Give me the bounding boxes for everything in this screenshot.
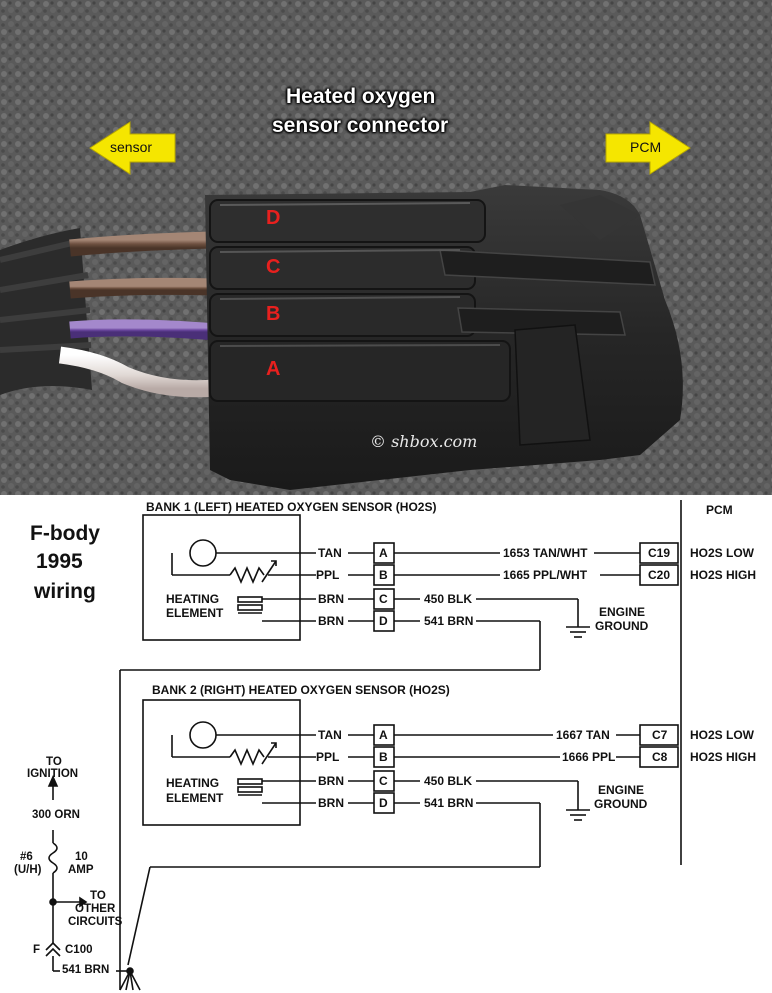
watermark: © shbox.com bbox=[370, 432, 478, 451]
bank1-pcm-c19: C19 bbox=[648, 546, 671, 560]
bank1-ho2s-high: HO2S HIGH bbox=[690, 568, 757, 582]
bank2-element-label: ELEMENT bbox=[166, 791, 224, 805]
connector-photo-graphic bbox=[0, 0, 772, 495]
bank2-engine-label: ENGINE bbox=[598, 783, 645, 797]
pin-d-label: D bbox=[266, 207, 281, 229]
bank1-engine-label: ENGINE bbox=[599, 605, 646, 619]
photo-title-line1: Heated oxygen bbox=[286, 85, 436, 108]
wiring-diagram-lines bbox=[45, 500, 682, 991]
bank1-wire-c: BRN bbox=[318, 592, 344, 606]
bank2-ground-label: GROUND bbox=[594, 797, 648, 811]
pcm-label: PCM bbox=[706, 503, 733, 517]
bank1-heating-label: HEATING bbox=[166, 592, 220, 606]
bank2-title: BANK 2 (RIGHT) HEATED OXYGEN SENSOR (HO2… bbox=[152, 683, 450, 697]
bank1-terminal-c: C bbox=[379, 592, 388, 606]
bank1-pcm-c20: C20 bbox=[648, 568, 671, 582]
bank2-wire-c: BRN bbox=[318, 774, 344, 788]
bank1-terminal-b: B bbox=[379, 568, 388, 582]
bank2-pcm-c8: C8 bbox=[652, 750, 668, 764]
bank2-heating-label: HEATING bbox=[166, 776, 220, 790]
bank1-terminal-d: D bbox=[379, 614, 388, 628]
power-to-label: TO bbox=[46, 756, 62, 768]
bank2-terminal-b: B bbox=[379, 750, 388, 764]
circuits-label: CIRCUITS bbox=[68, 916, 123, 928]
bank1-ground-label: GROUND bbox=[595, 619, 649, 633]
bank1-wire-a: TAN bbox=[318, 546, 342, 560]
bank2-circuit-1667: 1667 TAN bbox=[556, 728, 610, 742]
power-300-orn-label: 300 ORN bbox=[32, 809, 80, 821]
bank2-ho2s-low: HO2S LOW bbox=[690, 728, 755, 742]
sensor-arrow-label: sensor bbox=[110, 139, 153, 155]
connector-photo: Heated oxygen sensor connector sensor PC… bbox=[0, 0, 772, 495]
bank2-circuit-541: 541 BRN bbox=[424, 796, 474, 810]
bank1-circuit-450: 450 BLK bbox=[424, 592, 473, 606]
side-title-line2: 1995 bbox=[36, 550, 83, 573]
connector-f-label: F bbox=[33, 944, 41, 956]
bank1-wire-b: PPL bbox=[316, 568, 340, 582]
fuse-amps-number: 10 bbox=[75, 851, 88, 863]
connector-c100-label: C100 bbox=[65, 944, 93, 956]
bank2-circuit-450: 450 BLK bbox=[424, 774, 473, 788]
fuse-number-label: #6 bbox=[20, 851, 33, 863]
bank1-circuit-541: 541 BRN bbox=[424, 614, 474, 628]
pcm-arrow-label: PCM bbox=[630, 139, 662, 155]
bank2-terminal-c: C bbox=[379, 774, 388, 788]
pin-c-label: C bbox=[266, 256, 281, 278]
bank1-ho2s-low: HO2S LOW bbox=[690, 546, 755, 560]
fuse-amps-unit: AMP bbox=[68, 864, 94, 876]
wiring-diagram: F-body 1995 wiring BANK 1 (LEFT) HEATED … bbox=[0, 495, 772, 993]
bank2-wire-d: BRN bbox=[318, 796, 344, 810]
other-to-label: TO bbox=[90, 890, 106, 902]
photo-title-line2: sensor connector bbox=[272, 114, 449, 137]
bank2-wire-b: PPL bbox=[316, 750, 340, 764]
bank2-wire-a: TAN bbox=[318, 728, 342, 742]
other-label: OTHER bbox=[75, 903, 116, 915]
bank2-ho2s-high: HO2S HIGH bbox=[690, 750, 757, 764]
pin-a-label: A bbox=[266, 358, 281, 380]
bank2-terminal-d: D bbox=[379, 796, 388, 810]
bank2-pcm-c7: C7 bbox=[652, 728, 668, 742]
power-ignition-label: IGNITION bbox=[27, 768, 79, 780]
bank1-circuit-1665: 1665 PPL/WHT bbox=[503, 568, 588, 582]
side-title-line3: wiring bbox=[34, 580, 96, 603]
bank1-element-label: ELEMENT bbox=[166, 606, 224, 620]
bank1-terminal-a: A bbox=[379, 546, 388, 560]
bank1-circuit-1653: 1653 TAN/WHT bbox=[503, 546, 588, 560]
pin-b-label: B bbox=[266, 303, 281, 325]
bank1-wire-d: BRN bbox=[318, 614, 344, 628]
power-541-brn-label: 541 BRN bbox=[62, 964, 110, 976]
bank2-terminal-a: A bbox=[379, 728, 388, 742]
bank1-title: BANK 1 (LEFT) HEATED OXYGEN SENSOR (HO2S… bbox=[146, 500, 437, 514]
bank2-circuit-1666: 1666 PPL bbox=[562, 750, 616, 764]
side-title-line1: F-body bbox=[30, 522, 100, 545]
fuse-location-label: (U/H) bbox=[14, 864, 42, 876]
